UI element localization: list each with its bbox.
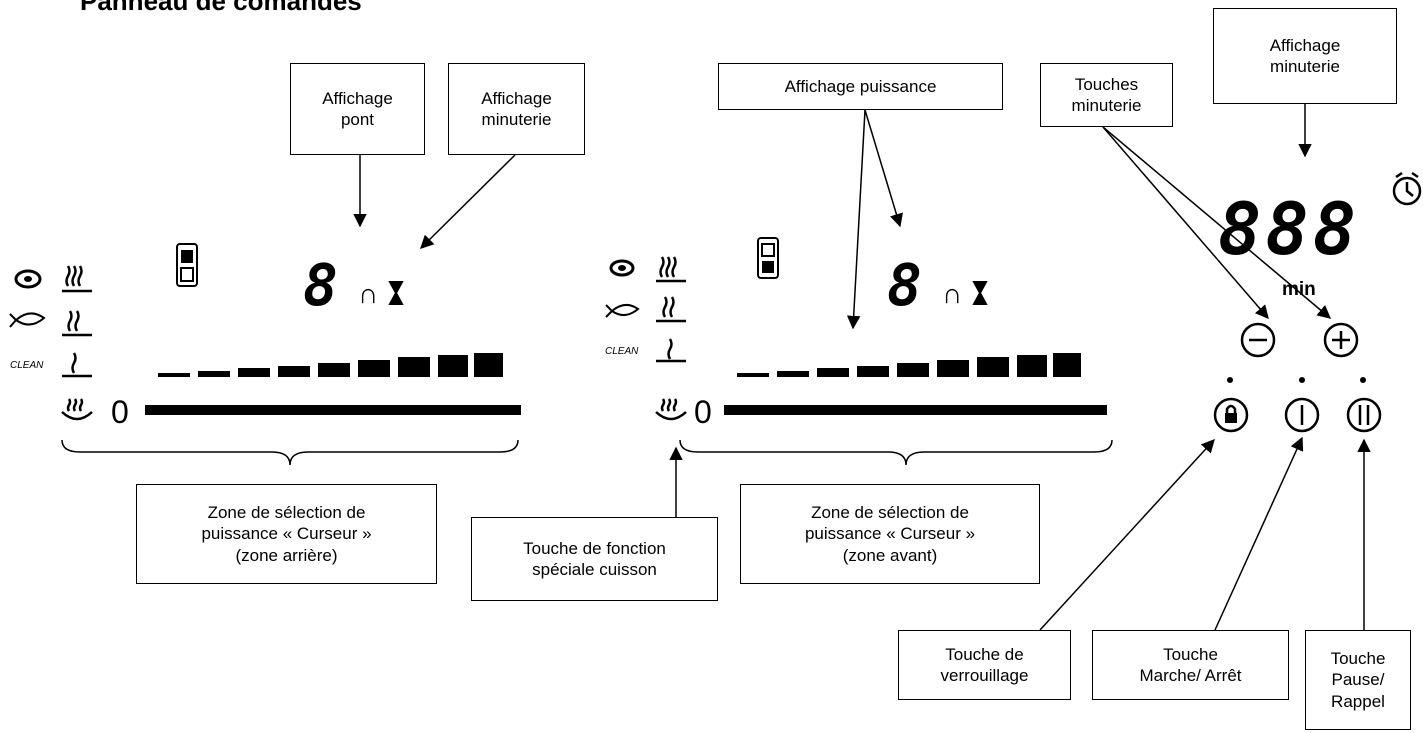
steak-icon bbox=[14, 269, 42, 289]
lock-button-icon[interactable] bbox=[1213, 397, 1249, 433]
fish-icon bbox=[9, 312, 46, 328]
label-special-function: Touche de fonction spéciale cuisson bbox=[471, 517, 718, 601]
bridge-icon bbox=[176, 243, 198, 287]
label-pause-key: Touche Pause/ Rappel bbox=[1305, 630, 1411, 730]
rear-power-digit: 8 bbox=[303, 251, 338, 319]
minus-button-icon[interactable] bbox=[1240, 322, 1276, 358]
callout-arrows bbox=[353, 104, 1371, 631]
rear-zone-brace bbox=[61, 439, 519, 466]
rear-slider-zero: 0 bbox=[111, 394, 129, 430]
onoff-button-icon[interactable] bbox=[1284, 397, 1320, 433]
steak-icon bbox=[609, 259, 635, 277]
label-timer-keys: Touches minuterie bbox=[1040, 63, 1173, 127]
front-slider-track[interactable] bbox=[724, 405, 1107, 415]
clock-icon bbox=[1392, 171, 1422, 206]
label-timer-display-right: Affichage minuterie bbox=[1213, 8, 1397, 104]
plus-button-icon[interactable] bbox=[1323, 322, 1359, 358]
label-lock-key: Touche de verrouillage bbox=[898, 630, 1071, 700]
rear-power-bars bbox=[158, 353, 503, 377]
front-power-bars bbox=[737, 353, 1081, 377]
label-power-display: Affichage puissance bbox=[718, 63, 1003, 110]
label-bridge-display: Affichage pont bbox=[290, 63, 425, 155]
front-slider-zero: 0 bbox=[694, 394, 712, 430]
timer-hourglass-icon bbox=[388, 281, 404, 305]
heat-level-icon bbox=[655, 256, 687, 421]
pause-button-icon[interactable] bbox=[1346, 397, 1382, 433]
label-onoff-key: Touche Marche/ Arrêt bbox=[1092, 630, 1289, 700]
fish-icon bbox=[605, 304, 640, 318]
label-rear-zone: Zone de sélection de puissance « Curseur… bbox=[136, 484, 437, 584]
front-zone-brace bbox=[679, 439, 1113, 466]
bridge-icon bbox=[757, 237, 779, 279]
timer-hourglass-icon bbox=[972, 281, 988, 305]
front-clean-text: CLEAN bbox=[605, 346, 639, 357]
rear-slider-track[interactable] bbox=[145, 405, 521, 415]
rear-bridge-symbol: ∩ bbox=[358, 278, 378, 309]
timer-digits: 888 bbox=[1218, 187, 1361, 271]
label-front-zone: Zone de sélection de puissance « Curseur… bbox=[740, 484, 1040, 584]
label-timer-display-left: Affichage minuterie bbox=[448, 63, 585, 155]
front-power-digit: 8 bbox=[887, 251, 922, 319]
indicator-dots bbox=[1227, 377, 1366, 383]
panel-title: Panneau de comandes bbox=[80, 0, 362, 16]
heat-level-icon bbox=[61, 265, 93, 421]
rear-clean-text: CLEAN bbox=[10, 360, 44, 371]
front-bridge-symbol: ∩ bbox=[942, 278, 962, 309]
